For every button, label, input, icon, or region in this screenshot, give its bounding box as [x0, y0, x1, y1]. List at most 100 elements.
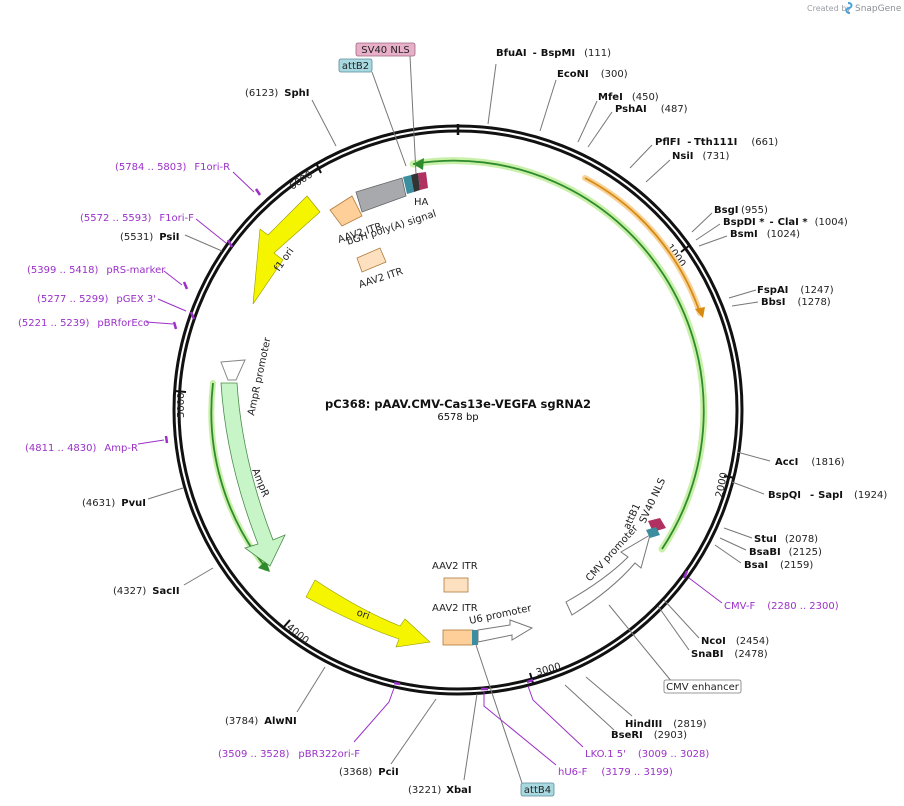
primer-f1ori-r: (5784 .. 5803)F1ori-R	[115, 162, 230, 173]
site-stui: StuI(2078)	[754, 534, 818, 545]
cmv-enhancer-leader	[608, 604, 673, 683]
site-bfuai: BfuAI-BspMI(111)	[496, 48, 611, 59]
sv40-nls-top-label: SV40 NLS	[361, 45, 410, 56]
site-pvui: (4631)PvuI	[82, 498, 146, 509]
primer-leader-hu6	[483, 692, 557, 766]
site-leader-bbsi	[731, 301, 759, 307]
site-leader-ncoi	[663, 599, 700, 639]
primer-cmv-f: CMV-F(2280 .. 2300)	[724, 601, 839, 612]
attb4-box	[520, 782, 555, 797]
primer-mark-f1ori-f	[226, 239, 234, 248]
site-ncoi: NcoI(2454)	[701, 636, 769, 647]
aav2-itr-d-label: AAV2 ITR	[432, 603, 478, 614]
sv40-nls-top-leader	[409, 55, 417, 175]
primer-f1ori-f: (5572 .. 5593)F1ori-F	[80, 213, 194, 224]
feature-green-arc	[409, 157, 708, 553]
primer-leader-f1ori-f	[195, 218, 227, 244]
aav2-itr-c-block	[443, 577, 469, 593]
cmv-promoter-arrow	[565, 533, 651, 616]
bottom-feature-cluster: AAV2 ITR AAV2 ITR U6 promoter	[432, 561, 534, 646]
primer-leader-pgex	[157, 298, 187, 312]
primer-mark-cmv-f	[682, 570, 689, 579]
site-bseri: BseRI(2903)	[611, 730, 687, 741]
site-leader-pvui	[147, 487, 184, 500]
site-hindiii: HindIII(2819)	[625, 719, 707, 730]
cmv-feature-cluster: CMV promoter attB1 SV40 NLS	[565, 477, 668, 616]
site-snabi: SnaBI(2478)	[691, 649, 768, 660]
primers: CMV-F(2280 .. 2300) LKO.1 5'(3009 .. 302…	[18, 162, 839, 778]
ruler-label-5000: 5000	[176, 393, 187, 418]
site-psii: (5531)PsiI	[120, 232, 180, 243]
site-xbai: (3221)XbaI	[408, 785, 472, 796]
attb4-label: attB4	[524, 785, 551, 796]
site-bsgi-pos: (955)	[741, 205, 768, 216]
primer-leader-pbrforeco	[145, 321, 174, 325]
primer-prs: (5399 .. 5418)pRS-marker	[27, 265, 166, 276]
primer-mark-lko1	[526, 678, 534, 684]
primer-mark-pbrforeco	[172, 321, 178, 330]
site-alwni: (3784)AlwNI	[225, 716, 297, 727]
site-leader-alwni	[296, 666, 326, 713]
site-leader-hindiii	[585, 676, 633, 717]
ruler-tick-5000	[174, 390, 187, 393]
site-leader-bspqi	[731, 481, 765, 495]
site-leader-acci	[736, 451, 771, 462]
plasmid-title: pC368: pAAV.CMV-Cas13e-VEGFA sgRNA2	[325, 397, 591, 411]
feature-orange-arc	[582, 175, 705, 318]
site-econi: EcoNI(300)	[557, 69, 628, 80]
site-leader-bspdi	[695, 223, 721, 241]
site-pshai: PshAI(487)	[615, 104, 688, 115]
primer-mark-prs	[182, 281, 189, 290]
site-sacii: (4327)SacII	[113, 586, 180, 597]
ruler-label-2000: 2000	[714, 471, 730, 498]
attb4-leader	[475, 644, 523, 784]
site-leader-bfuai	[487, 63, 497, 125]
primer-leader-ampr	[137, 439, 165, 445]
site-leader-pshai	[587, 111, 613, 148]
site-bspqi: BspQI-SapI(1924)	[768, 490, 887, 501]
brand-name: SnapGene	[855, 4, 902, 14]
ha-tag-block-1	[403, 175, 414, 194]
aav2-itr-top-block	[329, 195, 363, 227]
sv40-nls-label: SV40 NLS	[638, 477, 668, 526]
site-leader-sphi	[311, 99, 337, 147]
primer-pbrforeco: (5221 .. 5239)pBRforEco	[18, 318, 149, 329]
attb2-leader	[371, 71, 407, 167]
sv40-nls-top-box	[355, 42, 416, 57]
top-boxed-labels: SV40 NLS attB2	[338, 42, 417, 175]
site-leader-bseri	[564, 684, 615, 731]
primer-mark-pbr322	[393, 681, 401, 686]
ampr-promoter-label: AmpR promoter	[246, 336, 273, 417]
site-leader-econi	[539, 79, 557, 132]
site-leader-nsii	[645, 159, 671, 183]
site-leader-xbai	[463, 693, 478, 781]
site-bsgi: BsgI	[714, 205, 738, 216]
plasmid-length: 6578 bp	[437, 412, 478, 423]
site-bsai: BsaI(2159)	[744, 560, 813, 571]
ha-tag-block-3	[418, 172, 428, 190]
ha-tag-block-2	[411, 173, 420, 192]
brand-created-by: Created by	[807, 4, 851, 13]
aav2-itr-c-label: AAV2 ITR	[432, 561, 478, 572]
primer-pbr322: (3509 .. 3528)pBR322ori-F	[218, 749, 360, 760]
cmv-enhancer-label: CMV enhancer	[666, 682, 740, 693]
primer-leader-pbr322	[353, 687, 395, 743]
site-acci: AccI(1816)	[775, 457, 845, 468]
ruler-tick-2000	[723, 475, 736, 479]
site-bsabi: BsaBI(2125)	[749, 547, 822, 558]
site-leader-pflfi	[629, 144, 653, 169]
primer-mark-pgex	[189, 311, 196, 320]
site-leader-fspai	[728, 289, 757, 299]
attb2-box	[338, 58, 373, 73]
primer-mark-f1ori-r	[254, 188, 262, 196]
site-leader-bsabi	[719, 537, 747, 551]
primer-mark-ampr	[164, 435, 169, 444]
u6-promoter-arrow	[477, 619, 534, 643]
primer-pgex: (5277 .. 5299)pGEX 3'	[37, 294, 156, 305]
aav2-itr-d-block	[442, 629, 474, 646]
ha-label: HA	[414, 197, 429, 208]
primer-ampr: (4811 .. 4830)Amp-R	[25, 443, 138, 454]
top-feature-cluster: AAV2 ITR bGH poly(A) signal HA AAV2 ITR	[329, 172, 438, 291]
site-bbsi: BbsI(1278)	[761, 297, 831, 308]
site-leader-pcii	[390, 698, 437, 765]
